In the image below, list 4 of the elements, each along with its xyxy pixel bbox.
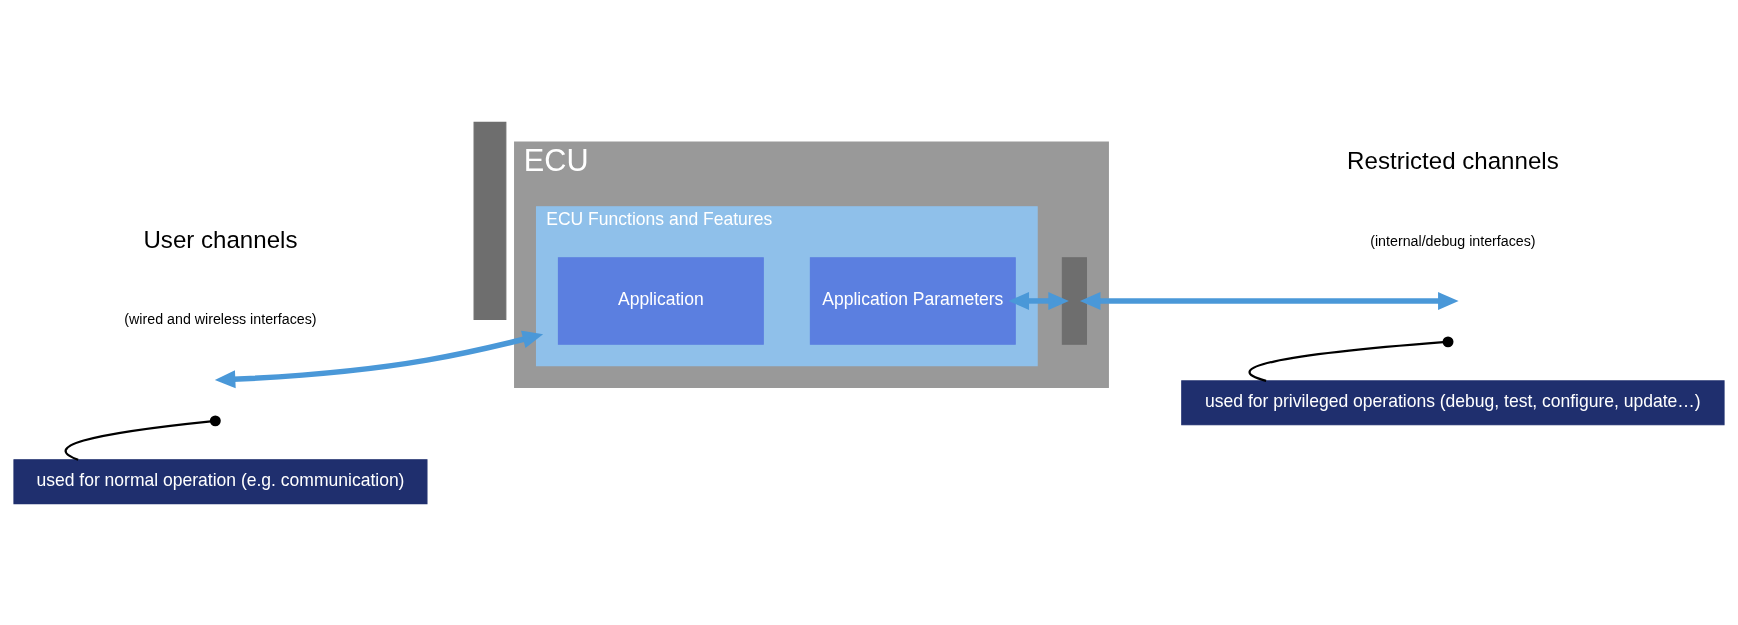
label: Restricted channels [1347, 146, 1559, 174]
label: (wired and wireless interfaces) [124, 310, 317, 327]
label: (internal/debug interfaces) [1370, 232, 1536, 249]
label: User channels [143, 225, 298, 253]
